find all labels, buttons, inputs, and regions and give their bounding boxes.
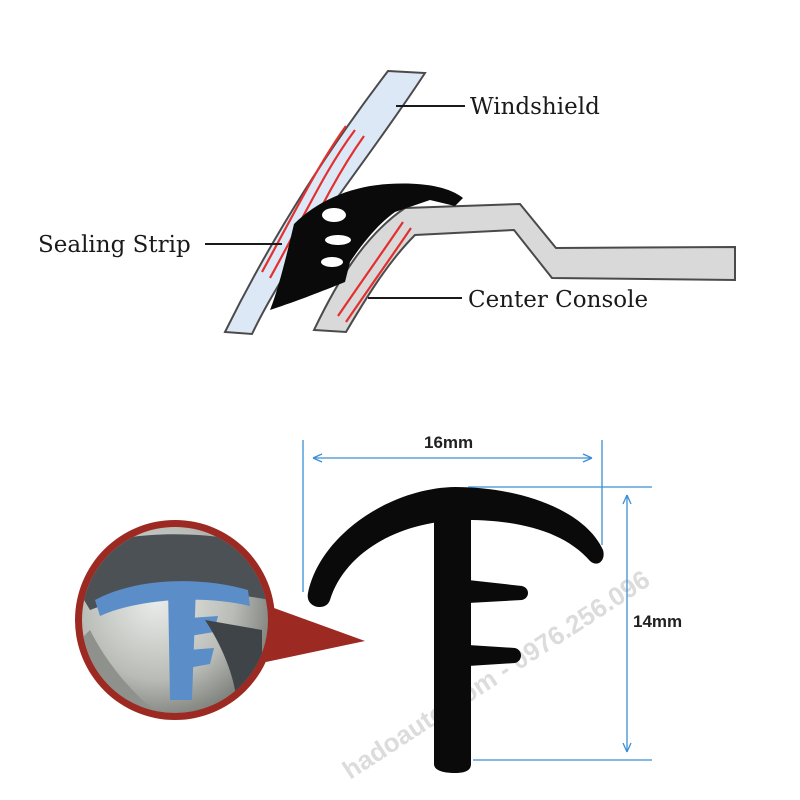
installation-diagram: Windshield Sealing Strip Center Console	[38, 69, 736, 336]
height-label: 14mm	[633, 612, 682, 631]
windshield-label: Windshield	[470, 94, 600, 120]
width-dimension	[302, 440, 603, 592]
cross-section-diagram: hadoauto.com - 0976.256.096 16mm 14mm	[75, 433, 682, 785]
sealing-strip-profile	[270, 183, 463, 310]
sealing-strip-label: Sealing Strip	[38, 232, 191, 258]
zoom-callout	[75, 520, 365, 720]
console-heat-lines	[337, 221, 412, 323]
center-console-label: Center Console	[468, 287, 648, 313]
zoom-pointer	[252, 600, 365, 662]
t-seal-profile	[307, 487, 604, 773]
height-dimension	[468, 486, 652, 761]
width-label: 16mm	[424, 433, 473, 452]
